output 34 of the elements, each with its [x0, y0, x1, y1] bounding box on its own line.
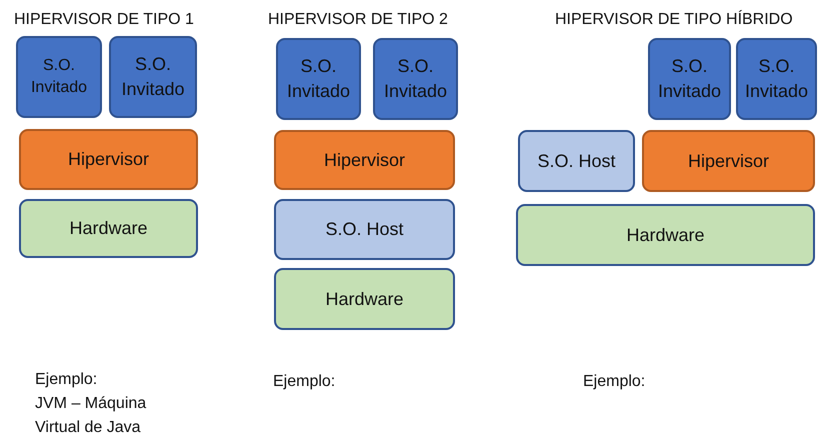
box-label: S.O. Invitado	[656, 55, 722, 103]
box-label: S.O. Host	[537, 150, 616, 172]
host-os-box	[518, 130, 635, 192]
guest-os-box	[373, 38, 458, 120]
example-note: Ejemplo:	[35, 370, 98, 390]
box-label: Hardware	[69, 217, 148, 240]
guest-os-box	[276, 38, 361, 120]
box-label: S.O. Invitado	[120, 53, 186, 101]
column-title: HIPERVISOR DE TIPO 2	[268, 10, 449, 30]
hypervisor-box	[274, 130, 455, 190]
hypervisor-box	[19, 129, 198, 190]
hardware-box	[274, 268, 455, 330]
box-label: Hardware	[626, 224, 705, 246]
box-label: S.O. Invitado	[382, 55, 448, 103]
box-label: Hardware	[325, 288, 404, 310]
box-label: S.O. Host	[325, 218, 404, 241]
box-label: Hipervisor	[68, 148, 150, 171]
column-title: HIPERVISOR DE TIPO HÍBRIDO	[555, 9, 794, 30]
box-label: Hipervisor	[688, 150, 770, 173]
box-label: Hipervisor	[324, 148, 406, 172]
guest-os-box	[16, 36, 102, 118]
box-label: S.O. Invitado	[744, 55, 810, 103]
box-label: S.O. Invitado	[30, 56, 88, 98]
guest-os-box	[109, 36, 197, 118]
guest-os-box	[648, 38, 731, 120]
hardware-box	[19, 199, 198, 258]
hypervisor-box	[642, 130, 815, 192]
box-label: S.O. Invitado	[286, 55, 352, 103]
hardware-box	[516, 204, 815, 266]
guest-os-box	[736, 38, 817, 120]
example-note: Ejemplo:	[273, 372, 336, 392]
example-note: Ejemplo:	[583, 372, 646, 392]
example-note: JVM – Máquina Virtual de Java	[35, 394, 148, 438]
host-os-box	[274, 199, 455, 260]
